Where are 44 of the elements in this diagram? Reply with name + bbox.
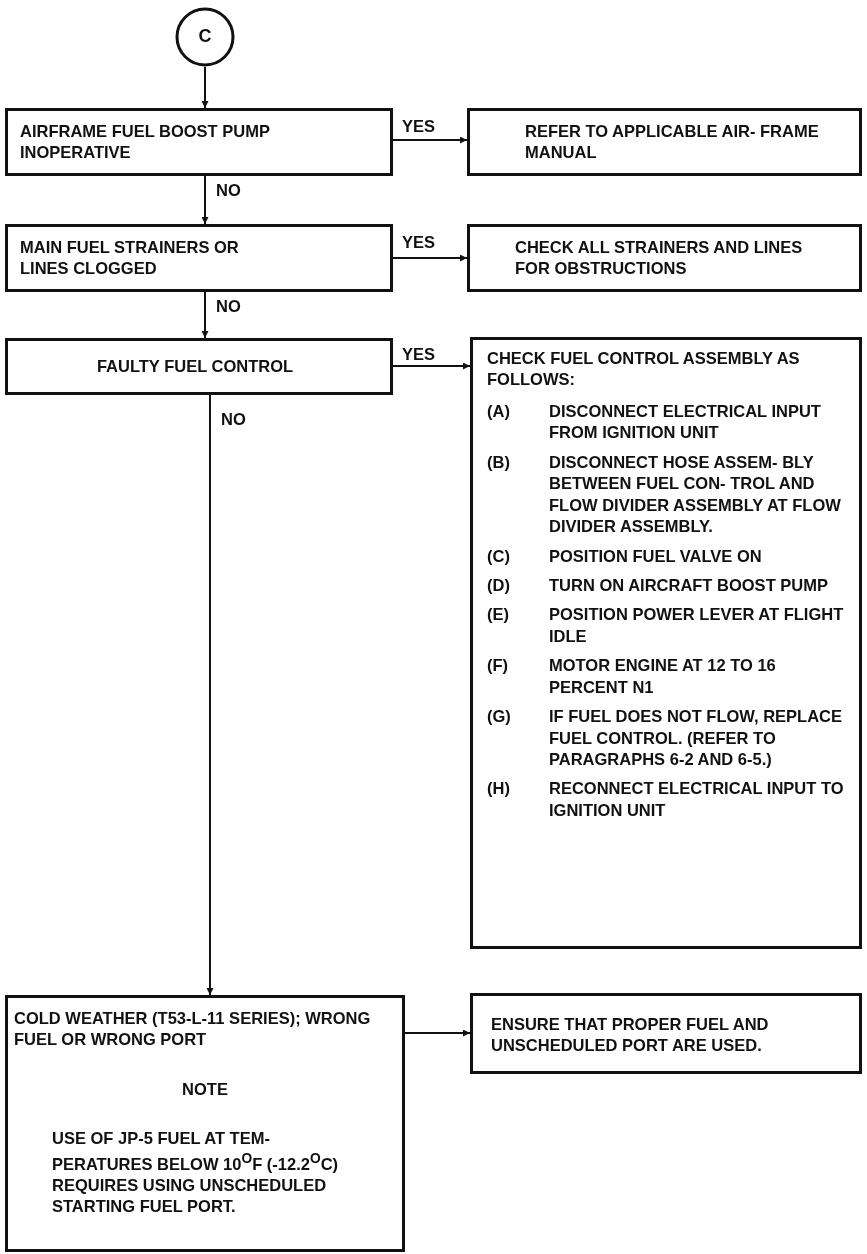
box-text: ENSURE THAT PROPER FUEL AND UNSCHEDULED PORT ARE USED.: [491, 1014, 770, 1057]
decision-box: [5, 108, 393, 176]
arrow: [392, 136, 468, 144]
step-text: IF FUEL DOES NOT FLOW, REPLACE FUEL CONTROL. (REFER TO PARAGRAPHS 6-2 AND 6-5.): [549, 706, 844, 770]
arrow: [392, 254, 468, 262]
step-letter: (G): [487, 706, 512, 728]
step-letter: (H): [487, 778, 511, 800]
action-box: [467, 224, 862, 292]
box-text: REFER TO APPLICABLE AIR- FRAME MANUAL: [525, 121, 819, 164]
step-letter: (A): [487, 400, 511, 422]
step-text: MOTOR ENGINE AT 12 TO 16 PERCENT N1: [549, 655, 777, 698]
step-letter: (C): [487, 545, 511, 567]
condition-text: COLD WEATHER (T53-L-11 SERIES); WRONG FUEL OR WRONG PORT: [14, 1008, 372, 1051]
decision-box: [5, 224, 393, 292]
connector-circle: [175, 7, 235, 67]
step-text: DISCONNECT HOSE ASSEM- BLY BETWEEN FUEL CON- TROL AND FLOW DIVIDER ASSEMBLY AT FLOW DIVIDER ASSEMBLY.: [549, 451, 842, 538]
box-text: FAULTY FUEL CONTROL: [95, 356, 295, 377]
arrow: [404, 1029, 471, 1037]
note-text: USE OF JP-5 FUEL AT TEM- PERATURES BELOW 10$^{O}$F (-12.2$^{O}$C) REQUIRES USING UNSCHEDULED STARTING FUEL PORT.: [52, 1128, 340, 1218]
action-box: [467, 108, 862, 176]
box-text: AIRFRAME FUEL BOOST PUMP INOPERATIVE: [20, 121, 271, 164]
step-text: DISCONNECT ELECTRICAL INPUT FROM IGNITION UNIT: [549, 400, 822, 444]
step-letter: (F): [487, 655, 510, 677]
step-text: POSITION FUEL VALVE ON: [549, 545, 763, 567]
arrow: [206, 394, 214, 996]
action-box: [470, 337, 862, 949]
step-text: RECONNECT ELECTRICAL INPUT TO IGNITION UNIT: [549, 778, 845, 821]
action-box: [470, 993, 862, 1074]
decision-box: [5, 338, 393, 395]
step-letter: (E): [487, 604, 510, 626]
note-heading: NOTE: [181, 1078, 229, 1100]
step-text: TURN ON AIRCRAFT BOOST PUMP: [549, 574, 829, 596]
arrow: [201, 291, 209, 339]
box-text: CHECK ALL STRAINERS AND LINES FOR OBSTRUCTIONS: [515, 237, 804, 280]
connector-letter: C: [198, 25, 212, 49]
arrow: [201, 66, 209, 109]
step-letter: (D): [487, 574, 511, 596]
step-letter: (B): [487, 451, 511, 473]
action-box: [5, 995, 405, 1252]
arrow: [201, 175, 209, 225]
arrow: [392, 362, 471, 370]
box-text: MAIN FUEL STRAINERS OR LINES CLOGGED: [20, 237, 240, 280]
step-heading: CHECK FUEL CONTROL ASSEMBLY AS FOLLOWS:: [487, 348, 801, 391]
step-text: POSITION POWER LEVER AT FLIGHT IDLE: [549, 604, 845, 647]
